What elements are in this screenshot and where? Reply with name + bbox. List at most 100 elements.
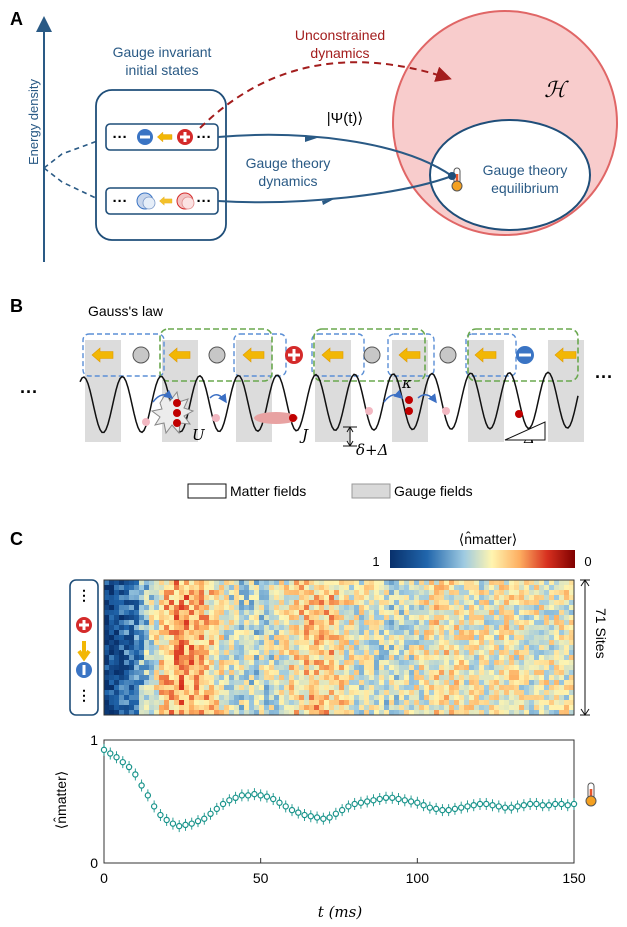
heatmap-cell: [304, 620, 310, 626]
heatmap-cell: [204, 680, 210, 686]
heatmap-cell: [299, 595, 305, 601]
colorbar-label: ⟨n̂matter⟩: [459, 531, 517, 547]
faded-atom: [442, 407, 450, 415]
heatmap-cell: [469, 700, 475, 706]
heatmap-cell: [134, 675, 140, 681]
heatmap-cell: [234, 670, 240, 676]
heatmap-cell: [559, 595, 565, 601]
heatmap-cell: [304, 660, 310, 666]
heatmap-cell: [554, 615, 560, 621]
heatmap-cell: [244, 705, 250, 711]
heatmap-cell: [104, 630, 110, 636]
equilibrium-label-2: equilibrium: [491, 180, 559, 196]
heatmap-cell: [109, 675, 115, 681]
heatmap-cell: [189, 670, 195, 676]
data-point: [326, 814, 333, 821]
heatmap-cell: [239, 600, 245, 606]
heatmap-cell: [459, 580, 465, 586]
heatmap-cell: [319, 580, 325, 586]
heatmap-cell: [104, 610, 110, 616]
heatmap-cell: [339, 665, 345, 671]
heatmap-cell: [419, 580, 425, 586]
heatmap-cell: [214, 675, 220, 681]
heatmap-cell: [214, 630, 220, 636]
heatmap-cell: [399, 700, 405, 706]
heatmap-cell: [544, 700, 550, 706]
heatmap-cell: [564, 670, 570, 676]
heatmap-cell: [469, 645, 475, 651]
data-point: [564, 801, 571, 809]
heatmap-cell: [169, 700, 175, 706]
heatmap-cell: [564, 635, 570, 641]
heatmap-cell: [114, 625, 120, 631]
x-axis-label: t (ms): [318, 903, 363, 921]
heatmap-cell: [144, 670, 150, 676]
heatmap-cell: [104, 595, 110, 601]
heatmap-cell: [354, 700, 360, 706]
heatmap-cell: [254, 595, 260, 601]
heatmap-cell: [439, 610, 445, 616]
heatmap-cell: [429, 605, 435, 611]
heatmap-cell: [409, 610, 415, 616]
heatmap-cell: [274, 700, 280, 706]
heatmap-cell: [194, 655, 200, 661]
heatmap-cell: [189, 675, 195, 681]
heatmap-cell: [169, 695, 175, 701]
heatmap-cell: [534, 600, 540, 606]
heatmap-cell: [569, 670, 575, 676]
heatmap-cell: [214, 585, 220, 591]
heatmap-cell: [244, 625, 250, 631]
heatmap-cell: [309, 580, 315, 586]
heatmap-cell: [189, 605, 195, 611]
heatmap-cell: [304, 680, 310, 686]
heatmap-cell: [169, 630, 175, 636]
heatmap-cell: [239, 635, 245, 641]
heatmap-cell: [429, 670, 435, 676]
heatmap-cell: [559, 690, 565, 696]
heatmap-cell: [529, 700, 535, 706]
heatmap-cell: [184, 655, 190, 661]
heatmap-cell: [454, 620, 460, 626]
heatmap-cell: [209, 645, 215, 651]
data-point: [276, 799, 283, 806]
heatmap-cell: [184, 650, 190, 656]
heatmap-cell: [514, 675, 520, 681]
heatmap-cell: [244, 690, 250, 696]
heatmap-cell: [179, 610, 185, 616]
heatmap-cell: [264, 620, 270, 626]
heatmap-cell: [259, 655, 265, 661]
heatmap-cell: [299, 585, 305, 591]
heatmap-cell: [524, 620, 530, 626]
heatmap-cell: [294, 630, 300, 636]
heatmap-cell: [484, 600, 490, 606]
faded-atom: [365, 407, 373, 415]
heatmap-cell: [219, 650, 225, 656]
heatmap-cell: [439, 640, 445, 646]
heatmap-cell: [219, 610, 225, 616]
heatmap-cell: [244, 630, 250, 636]
heatmap-cell: [339, 630, 345, 636]
heatmap-cell: [414, 610, 420, 616]
heatmap-cell: [139, 660, 145, 666]
heatmap-cell: [464, 620, 470, 626]
heatmap-cell: [459, 615, 465, 621]
heatmap-cell: [289, 625, 295, 631]
heatmap-cell: [414, 660, 420, 666]
heatmap-cell: [119, 685, 125, 691]
heatmap-cell: [484, 640, 490, 646]
heatmap-cell: [499, 610, 505, 616]
heatmap-cell: [419, 660, 425, 666]
heatmap-cell: [444, 675, 450, 681]
heatmap-cell: [444, 645, 450, 651]
heatmap-cell: [404, 675, 410, 681]
heatmap-cell: [384, 700, 390, 706]
heatmap-cell: [519, 645, 525, 651]
heatmap-cell: [359, 580, 365, 586]
heatmap-cell: [209, 660, 215, 666]
heatmap-cell: [279, 670, 285, 676]
heatmap-cell: [334, 640, 340, 646]
heatmap-cell: [254, 710, 260, 716]
heatmap-cell: [519, 690, 525, 696]
heatmap-cell: [139, 710, 145, 716]
heatmap-cell: [194, 585, 200, 591]
